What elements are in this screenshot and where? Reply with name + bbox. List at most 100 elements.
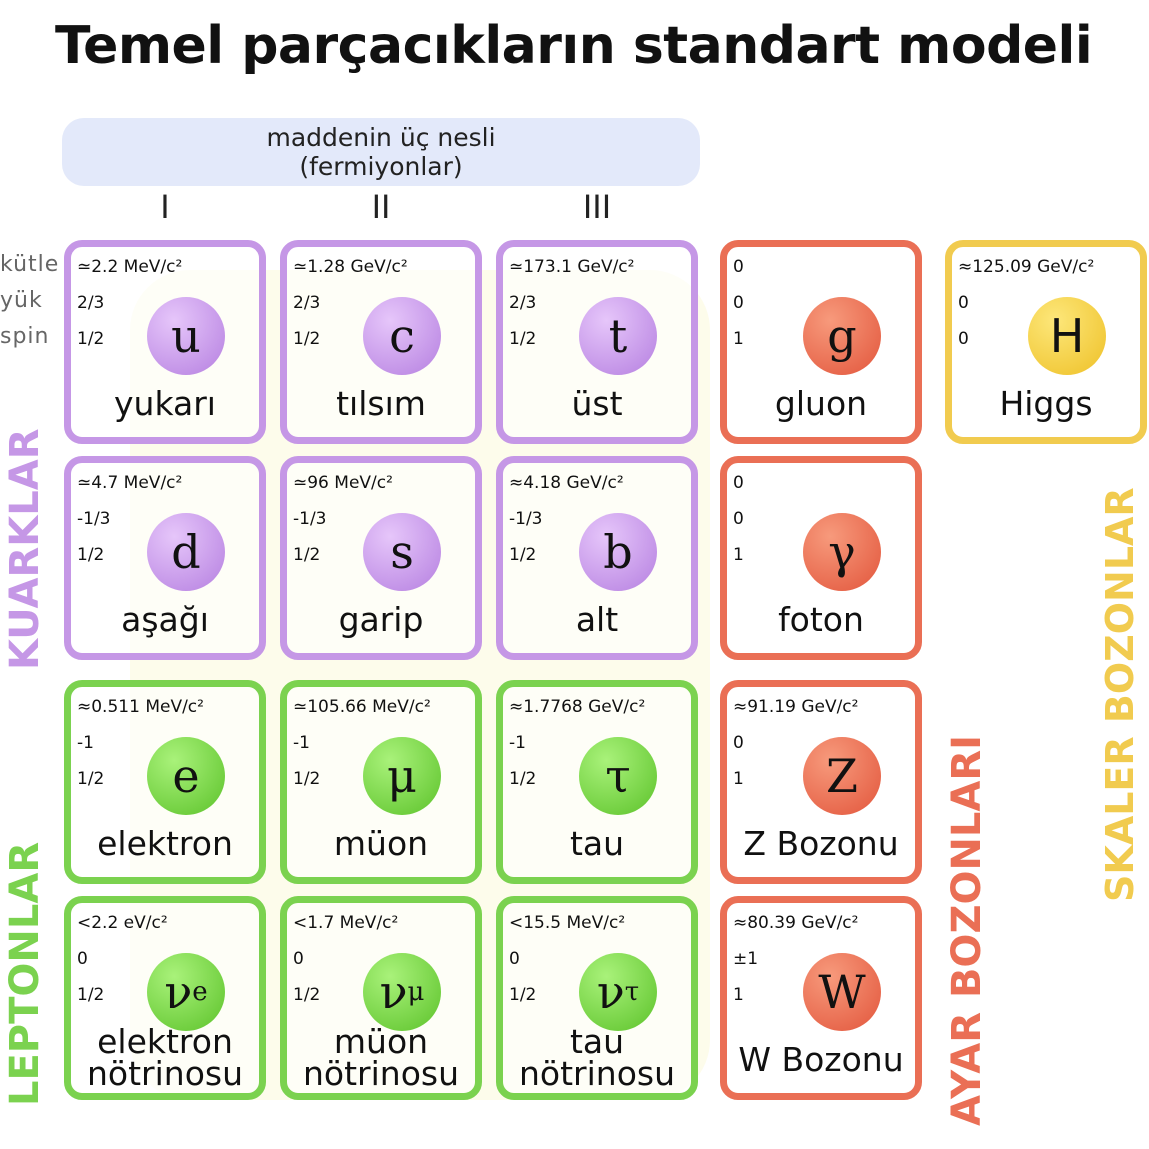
particle-mass: ≃1.28 GeV/c²	[293, 257, 408, 277]
particle-spin: 1/2	[77, 329, 105, 349]
particle-name: W Bozonu	[738, 1040, 904, 1079]
group-label-scalar-bosons: SKALER BOZONLAR	[1098, 487, 1142, 902]
particle-charge: 0	[733, 733, 744, 753]
particle-mass: ≈91.19 GeV/c²	[733, 697, 859, 717]
generation-3-label: III	[582, 188, 612, 226]
particle-charge: ±1	[733, 949, 759, 969]
particle-mass: ≃105.66 MeV/c²	[293, 697, 431, 717]
particle-mass: ≃96 MeV/c²	[293, 473, 393, 493]
row-label-spin: spin	[0, 324, 50, 349]
symbol-main: s	[390, 525, 414, 579]
particle-charge: -1	[509, 733, 526, 753]
particle-mass: <15.5 MeV/c²	[509, 913, 626, 933]
particle-symbol: d	[147, 513, 225, 591]
particle-symbol: u	[147, 297, 225, 375]
particle-name: tılsım	[336, 384, 426, 423]
symbol-main: γ	[828, 525, 856, 579]
particle-symbol: b	[579, 513, 657, 591]
particle-symbol: g	[803, 297, 881, 375]
particle-name: üst	[571, 384, 623, 423]
generation-1-label: I	[160, 188, 170, 226]
particle-spin: 1/2	[293, 545, 321, 565]
particle-name: garip	[338, 600, 424, 639]
particle-name: müon	[333, 824, 429, 863]
particle-spin: 1	[733, 985, 744, 1005]
particle-name: foton	[778, 600, 864, 639]
group-label-gauge-bosons: AYAR BOZONLARI	[944, 734, 990, 1126]
particle-symbol: c	[363, 297, 441, 375]
particle-charge: -1/3	[509, 509, 543, 529]
particle-charge: 0	[77, 949, 88, 969]
particle-symbol: t	[579, 297, 657, 375]
particle-name: aşağı	[121, 600, 209, 639]
particle-name: nötrinosu	[303, 1054, 459, 1093]
particle-card-alt: ≈4.18 GeV/c² -1/3 1/2 b alt	[496, 456, 698, 660]
symbol-main: e	[172, 749, 200, 803]
symbol-subscript: τ	[624, 977, 640, 1007]
particle-name: tau	[569, 824, 625, 863]
symbol-main: c	[389, 309, 415, 363]
particle-mass: ≈125.09 GeV/c²	[958, 257, 1095, 277]
symbol-main: t	[608, 309, 628, 363]
particle-charge: 0	[733, 293, 744, 313]
symbol-main: b	[603, 525, 633, 579]
particle-symbol: s	[363, 513, 441, 591]
row-label-charge: yük	[0, 288, 43, 313]
particle-mass: 0	[733, 473, 744, 493]
particle-symbol: γ	[803, 513, 881, 591]
symbol-main: u	[171, 309, 201, 363]
particle-mass: ≈1.7768 GeV/c²	[509, 697, 646, 717]
banner-line-1: maddenin üç nesli	[266, 123, 496, 152]
particle-name: Higgs	[999, 384, 1093, 423]
symbol-main: W	[818, 965, 866, 1019]
particle-mass: ≃2.2 MeV/c²	[77, 257, 183, 277]
particle-card-tau: ≈1.7768 GeV/c² -1 1/2 τ tau	[496, 680, 698, 884]
particle-name: gluon	[774, 384, 868, 423]
particle-spin: 1/2	[509, 329, 537, 349]
particle-charge: 0	[733, 509, 744, 529]
particle-card-foton: 0 0 1 γ foton	[720, 456, 922, 660]
particle-charge: -1/3	[77, 509, 111, 529]
particle-charge: 2/3	[509, 293, 537, 313]
particle-spin: 1/2	[509, 769, 537, 789]
particle-spin: 1/2	[509, 545, 537, 565]
particle-name: tau	[569, 1022, 625, 1061]
particle-charge: 2/3	[77, 293, 105, 313]
particle-spin: 1/2	[509, 985, 537, 1005]
particle-spin: 1/2	[77, 985, 105, 1005]
particle-spin: 1	[733, 769, 744, 789]
page-title: Temel parçacıkların standart modeli	[55, 16, 1093, 76]
particle-spin: 1/2	[293, 329, 321, 349]
particle-spin: 1/2	[77, 545, 105, 565]
particle-symbol: Z	[803, 737, 881, 815]
particle-mass: ≈4.18 GeV/c²	[509, 473, 624, 493]
particle-spin: 0	[958, 329, 969, 349]
symbol-subscript: e	[192, 977, 208, 1007]
symbol-main: ν	[164, 965, 193, 1019]
particle-name: alt	[575, 600, 619, 639]
particle-charge: -1	[293, 733, 310, 753]
symbol-subscript: μ	[407, 977, 425, 1007]
particle-spin: 1	[733, 545, 744, 565]
particle-name: nötrinosu	[87, 1054, 243, 1093]
particle-mass: ≈0.511 MeV/c²	[77, 697, 204, 717]
particle-symbol: τ	[579, 737, 657, 815]
particle-name: yukarı	[114, 384, 216, 423]
symbol-main: d	[171, 525, 201, 579]
generations-banner: maddenin üç nesli (fermiyonlar)	[62, 118, 700, 186]
particle-mass: ≃4.7 MeV/c²	[77, 473, 183, 493]
particle-spin: 1/2	[293, 985, 321, 1005]
